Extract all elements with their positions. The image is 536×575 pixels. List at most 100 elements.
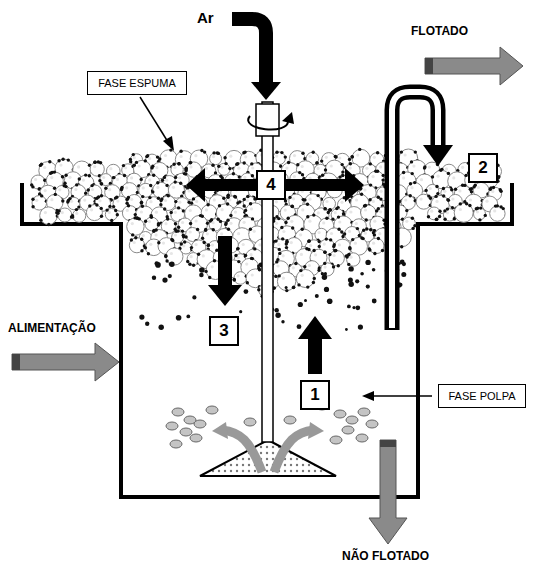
mineral-particle bbox=[147, 252, 150, 255]
mineral-particle bbox=[199, 214, 202, 217]
bubble bbox=[68, 197, 80, 209]
mineral-particle bbox=[341, 163, 344, 166]
bubble-shine bbox=[330, 164, 333, 167]
mineral-particle bbox=[99, 161, 102, 164]
bubble bbox=[296, 270, 314, 288]
bubble-shine bbox=[178, 201, 181, 204]
mineral-particle bbox=[203, 241, 206, 244]
mineral-particle bbox=[110, 219, 113, 222]
mineral-particle bbox=[351, 155, 354, 158]
bubble-shine bbox=[229, 155, 232, 158]
mineral-particle bbox=[40, 194, 43, 197]
bubble-shine bbox=[493, 209, 496, 212]
mineral-particle bbox=[402, 262, 406, 266]
mineral-particle bbox=[189, 161, 192, 164]
mineral-particle bbox=[337, 264, 340, 267]
bubble-shine bbox=[373, 220, 376, 223]
mineral-particle bbox=[139, 315, 144, 320]
bubble-shine bbox=[338, 156, 341, 159]
mineral-particle bbox=[140, 201, 143, 204]
arrow-1-bar bbox=[308, 338, 322, 374]
mineral-particle bbox=[315, 161, 318, 164]
leader-head bbox=[163, 136, 174, 151]
phase-label: FASE ESPUMA bbox=[98, 77, 176, 89]
bubble-shine bbox=[250, 207, 253, 210]
bubble-shine bbox=[164, 222, 167, 225]
bubble bbox=[234, 272, 247, 285]
mineral-particle bbox=[161, 179, 164, 182]
mineral-particle bbox=[317, 269, 320, 272]
bubble-shine bbox=[420, 178, 423, 181]
bubble-shine bbox=[50, 176, 53, 179]
mineral-particle bbox=[132, 153, 135, 156]
mineral-particle bbox=[236, 247, 239, 250]
mineral-particle bbox=[435, 218, 438, 221]
bubble bbox=[210, 153, 222, 165]
bubble-shine bbox=[68, 176, 71, 179]
bubble bbox=[172, 231, 184, 243]
mineral-particle bbox=[226, 196, 229, 199]
mineral-particle bbox=[328, 253, 331, 256]
mineral-particle bbox=[183, 240, 186, 243]
mineral-particle bbox=[131, 233, 134, 236]
mineral-particle bbox=[224, 162, 227, 165]
bubble-shine bbox=[148, 157, 151, 160]
mineral-particle bbox=[243, 204, 246, 207]
mineral-particle bbox=[281, 320, 284, 323]
mineral-particle bbox=[31, 205, 34, 208]
mineral-particle bbox=[438, 210, 441, 213]
bubble-shine bbox=[378, 232, 381, 235]
bubble-shine bbox=[259, 200, 262, 203]
mineral-particle bbox=[375, 209, 378, 212]
mineral-particle bbox=[98, 179, 101, 182]
air-arrow bbox=[232, 19, 266, 82]
mineral-particle bbox=[401, 272, 406, 277]
mineral-particle bbox=[176, 315, 182, 321]
bubble bbox=[105, 209, 117, 221]
bubble-shine bbox=[428, 166, 431, 169]
mineral-particle bbox=[323, 251, 326, 254]
mineral-particle bbox=[30, 183, 33, 186]
mineral-particle bbox=[342, 212, 345, 215]
mineral-particle bbox=[285, 240, 288, 243]
mineral-particle bbox=[146, 154, 149, 157]
bubble-shine bbox=[299, 233, 302, 236]
bubble-shine bbox=[174, 211, 177, 214]
bubble-shine bbox=[334, 211, 337, 214]
bubble-shine bbox=[318, 231, 321, 234]
bubble-shine bbox=[148, 220, 151, 223]
bubble bbox=[90, 162, 104, 176]
bubble-shine bbox=[476, 210, 479, 213]
mineral-particle bbox=[323, 250, 326, 253]
mineral-particle bbox=[134, 236, 137, 239]
bubble bbox=[490, 206, 505, 221]
bubble-shine bbox=[202, 254, 205, 257]
bubble-shine bbox=[189, 230, 192, 233]
bubble-shine bbox=[59, 164, 62, 167]
mineral-particle bbox=[149, 184, 152, 187]
bubble-shine bbox=[435, 200, 438, 203]
arrow-tail bbox=[380, 440, 396, 447]
mineral-particle bbox=[278, 248, 281, 251]
mineral-particle bbox=[325, 217, 328, 220]
mineral-particle bbox=[502, 207, 505, 210]
shaft-head bbox=[256, 104, 279, 136]
mineral-particle bbox=[190, 246, 193, 249]
bubble-shine bbox=[44, 189, 47, 192]
bubble-shine bbox=[275, 200, 278, 203]
mineral-particle bbox=[291, 205, 294, 208]
mineral-particle bbox=[352, 306, 355, 309]
bubble-shine bbox=[130, 176, 133, 179]
mineral-particle bbox=[168, 274, 172, 278]
mineral-particle bbox=[78, 177, 81, 180]
mineral-particle bbox=[207, 244, 210, 247]
gangue-particle bbox=[206, 406, 218, 414]
mineral-particle bbox=[159, 203, 162, 206]
bubble-shine bbox=[211, 244, 214, 247]
mineral-particle bbox=[338, 175, 341, 178]
mineral-particle bbox=[162, 278, 167, 283]
bubble-shine bbox=[43, 166, 46, 169]
mineral-particle bbox=[54, 193, 57, 196]
bubble-shine bbox=[133, 156, 136, 159]
mineral-particle bbox=[50, 171, 53, 174]
